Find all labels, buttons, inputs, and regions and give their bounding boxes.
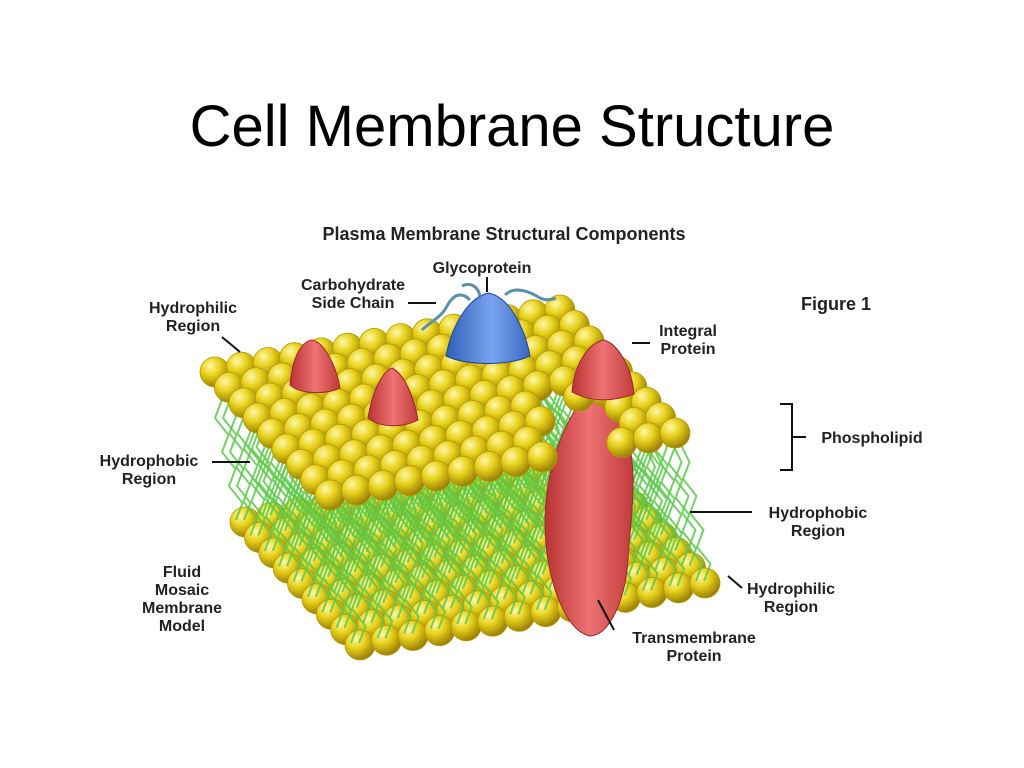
carbohydrate-label-2: Side Chain	[312, 295, 395, 312]
transmembrane-label-1: Transmembrane	[632, 630, 756, 647]
lipid-tail	[327, 506, 359, 644]
carbohydrate-label-1: Carbohydrate	[301, 277, 405, 294]
carbohydrate-chain-left	[420, 293, 472, 332]
top-lipid-head	[526, 441, 558, 473]
lipid-tail	[212, 383, 244, 521]
glycoprotein-shape	[445, 292, 531, 364]
hydrophobic-left-label-1: Hydrophobic	[100, 453, 199, 470]
bottom-lipid-head	[689, 567, 721, 599]
lipid-tail	[226, 398, 259, 536]
hydrophobic-right-label-1: Hydrophobic	[769, 505, 868, 522]
lipid-tail	[433, 487, 465, 625]
integral-protein-right	[571, 339, 635, 401]
integral-label-1: Integral	[659, 323, 717, 340]
top-lipid-head	[394, 465, 426, 497]
lipid-tail	[441, 487, 473, 625]
hydrophilic-bottom-leader	[727, 575, 743, 589]
phospholipid-bracket	[780, 403, 806, 471]
phospholipid-label: Phospholipid	[821, 430, 922, 447]
bottom-lipid-head	[503, 601, 535, 632]
top-lipid-head	[633, 422, 664, 454]
bottom-lipid-head	[424, 615, 456, 647]
top-lipid-head	[447, 455, 479, 487]
top-lipid-head	[341, 474, 372, 506]
transmembrane-leader	[597, 599, 615, 631]
lipid-tail	[645, 449, 678, 587]
lipid-tail	[467, 482, 500, 620]
hydrophilic-top-leader	[221, 336, 241, 353]
lipid-tail	[388, 497, 420, 634]
glycoprotein-label: Glycoprotein	[433, 260, 532, 277]
lipid-tail	[298, 475, 330, 613]
integral-label-2: Protein	[660, 341, 715, 358]
lipid-tail	[414, 492, 447, 630]
lipid-tail	[380, 497, 412, 634]
lipid-tail	[406, 492, 439, 630]
lipid-tail	[269, 445, 302, 582]
fluid-mosaic-label-2: Mosaic	[155, 582, 209, 599]
bottom-lipid-head	[450, 610, 482, 642]
bottom-lipid-head	[371, 624, 402, 656]
carbohydrate-chain-right	[503, 288, 557, 302]
lipid-tail	[361, 501, 394, 639]
top-lipid-head	[659, 417, 691, 449]
lipid-tail	[312, 491, 345, 628]
top-lipid-head	[606, 427, 638, 458]
fluid-mosaic-label-4: Model	[159, 618, 205, 635]
hydrophobic-right-label-2: Region	[791, 523, 845, 540]
hydrophilic-bottom-label-2: Region	[764, 599, 818, 616]
bottom-lipid-head	[477, 605, 509, 637]
lipid-tail	[494, 477, 526, 615]
lipid-tail	[255, 429, 287, 567]
slide-title: Cell Membrane Structure	[189, 94, 835, 159]
fluid-mosaic-label-3: Membrane	[142, 600, 222, 617]
transmembrane-label-2: Protein	[666, 648, 721, 665]
integral-protein-middle	[367, 367, 419, 427]
bottom-lipid-head	[663, 572, 694, 604]
figure-label: Figure 1	[801, 294, 871, 314]
lipid-tail	[459, 482, 492, 620]
bottom-lipid-head	[397, 620, 429, 651]
lipid-tail	[653, 449, 686, 587]
lipid-tail	[306, 475, 338, 613]
lipid-tail	[479, 462, 512, 600]
hydrophilic-top-label-1: Hydrophilic	[149, 300, 237, 317]
carbohydrate-chain-mid	[461, 282, 482, 297]
figure-heading: Plasma Membrane Structural Components	[322, 224, 685, 244]
lipid-tail	[353, 501, 386, 639]
integral-protein-left	[289, 339, 341, 393]
hydrophilic-bottom-label-1: Hydrophilic	[747, 581, 835, 598]
lipid-tail	[248, 414, 281, 552]
hydrophilic-top-label-2: Region	[166, 318, 220, 335]
top-lipid-head	[500, 446, 532, 478]
lipid-tail	[240, 414, 273, 552]
bottom-lipid-head	[344, 629, 376, 661]
lipid-tail	[347, 486, 379, 624]
lipid-tail	[627, 454, 659, 591]
top-lipid-head	[314, 479, 346, 511]
lipid-tail	[486, 477, 518, 615]
fluid-mosaic-label-1: Fluid	[163, 564, 201, 581]
lipid-tail	[335, 506, 367, 644]
lipid-tail	[672, 444, 704, 582]
bottom-lipid-head	[530, 596, 562, 627]
top-lipid-head	[420, 460, 452, 492]
hydrophobic-left-label-2: Region	[122, 471, 176, 488]
bottom-lipid-head	[636, 577, 668, 608]
top-lipid-head	[367, 470, 399, 501]
lipid-tail	[512, 473, 545, 610]
lipid-tail	[520, 473, 553, 610]
lipid-tail	[283, 460, 316, 598]
top-lipid-head	[473, 450, 505, 482]
